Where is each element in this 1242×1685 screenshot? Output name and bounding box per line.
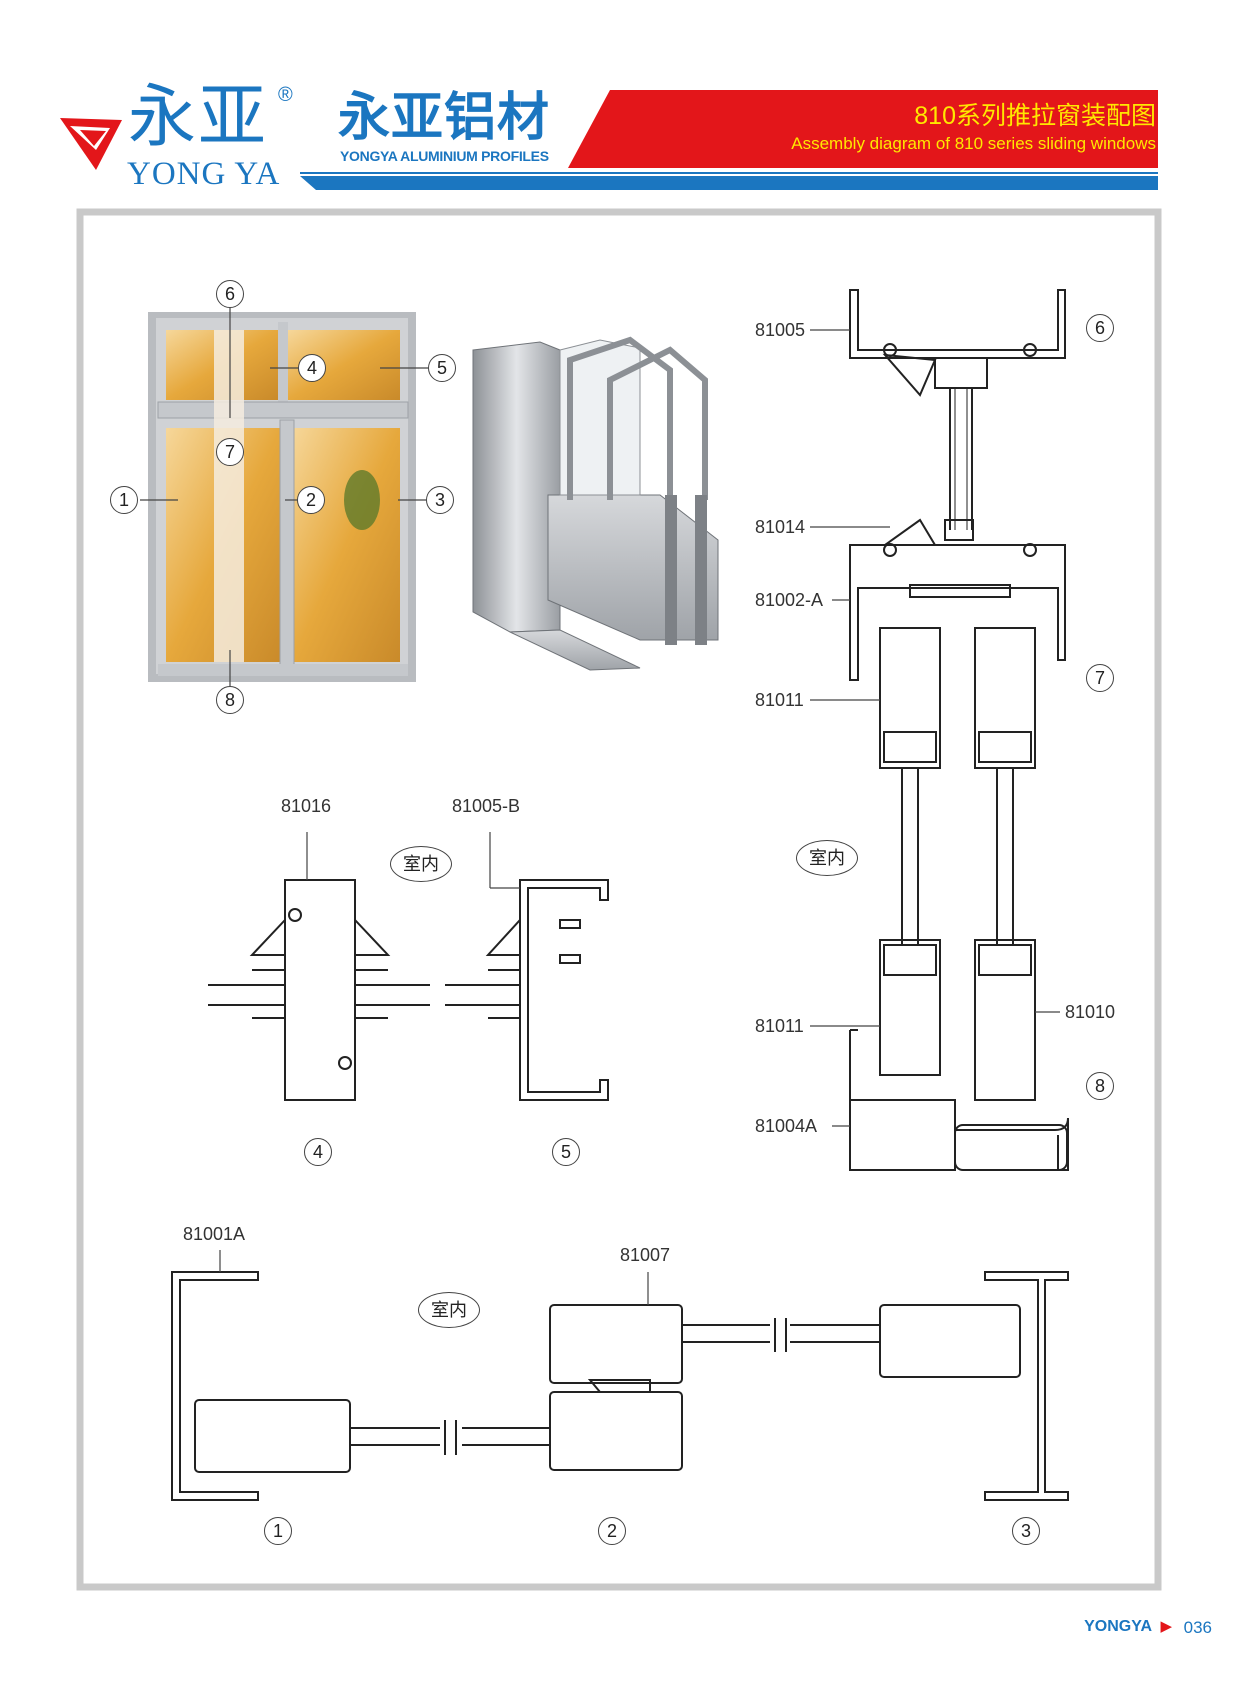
header-graphics	[60, 90, 1158, 190]
indoor-label-right: 室内	[796, 840, 858, 876]
footer-arrow-icon: ▶	[1160, 1618, 1172, 1635]
callout-2-section: 2	[598, 1517, 626, 1545]
callout-5-photo: 5	[428, 354, 456, 382]
callout-7-section: 7	[1086, 664, 1114, 692]
part-label-81010: 81010	[1065, 1002, 1116, 1022]
content-frame	[76, 208, 1162, 1591]
logo-mark-icon	[60, 118, 122, 170]
part-label-81007: 81007	[620, 1245, 671, 1265]
header-blue-thin-line	[300, 172, 1158, 174]
page-number: 036	[1183, 1618, 1212, 1637]
part-label-81014: 81014	[755, 517, 806, 537]
frame-section-drawing	[445, 879, 609, 1101]
page-title-english: Assembly diagram of 810 series sliding w…	[791, 134, 1156, 153]
callout-3-section: 3	[1012, 1517, 1040, 1545]
horizontal-section-drawing	[171, 1271, 1069, 1501]
part-label-81002-a: 81002-A	[755, 590, 824, 610]
callout-1-section: 1	[264, 1517, 292, 1545]
callout-5-section: 5	[552, 1138, 580, 1166]
part-label-81001a: 81001A	[183, 1224, 246, 1244]
footer-brand: YONGYA	[1084, 1618, 1152, 1635]
part-label-81005-b: 81005-B	[452, 796, 521, 816]
part-label-81004a: 81004A	[755, 1116, 818, 1136]
callout-7-photo: 7	[216, 438, 244, 466]
callout-1-photo: 1	[110, 486, 138, 514]
indoor-label-middle: 室内	[390, 846, 452, 882]
vertical-section-drawing	[849, 289, 1069, 1171]
registered-mark: ®	[278, 84, 293, 106]
callout-2-photo: 2	[297, 486, 325, 514]
page-title-chinese: 810系列推拉窗装配图	[914, 102, 1156, 130]
callout-3-photo: 3	[426, 486, 454, 514]
brand-chinese: 永亚	[128, 78, 269, 157]
window-photo	[148, 312, 416, 682]
title-banner	[568, 90, 1158, 168]
part-label-81005: 81005	[755, 320, 806, 340]
callout-4-section: 4	[304, 1138, 332, 1166]
indoor-label-bottom: 室内	[418, 1292, 480, 1328]
leader-lines	[140, 308, 1060, 1305]
part-label-81016: 81016	[281, 796, 332, 816]
company-chinese: 永亚铝材	[338, 88, 551, 148]
profile-3d-render	[472, 336, 719, 671]
header-blue-bar	[300, 176, 1158, 190]
callout-6-photo: 6	[216, 280, 244, 308]
part-label-81011-bottom: 81011	[755, 1016, 804, 1036]
part-label-81011-top: 81011	[755, 690, 804, 710]
callout-8-section: 8	[1086, 1072, 1114, 1100]
callout-6-section: 6	[1086, 314, 1114, 342]
brand-english: YONG YA	[127, 156, 281, 192]
callout-8-photo: 8	[216, 686, 244, 714]
mullion-section-drawing	[208, 879, 430, 1101]
company-english: YONGYA ALUMINIUM PROFILES	[340, 148, 549, 164]
callout-4-photo: 4	[298, 354, 326, 382]
